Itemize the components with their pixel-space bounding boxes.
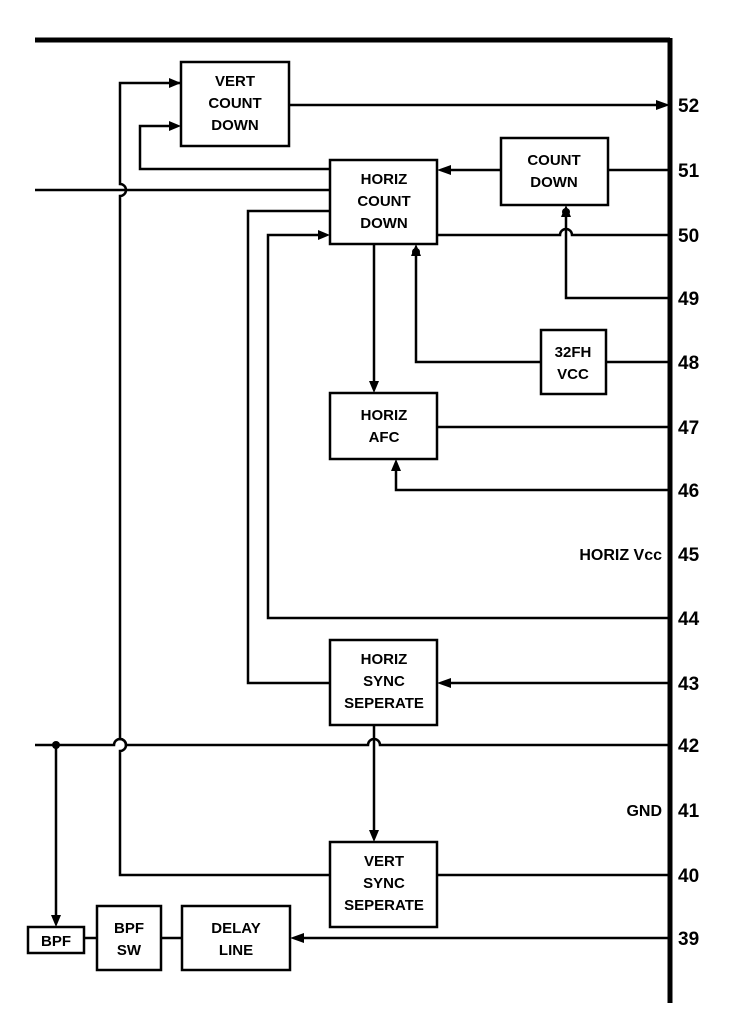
- wire-pin44: [266, 233, 670, 620]
- block-label: DELAY: [211, 920, 260, 937]
- block-label: AFC: [369, 429, 400, 446]
- horiz-sync-seperate-block: HORIZ SYNC SEPERATE: [328, 638, 439, 727]
- arrowhead: [369, 381, 379, 393]
- arrowhead: [318, 230, 330, 240]
- block-label: COUNT: [527, 152, 580, 169]
- pin-number: 52: [678, 96, 699, 117]
- pin-number: 45: [678, 545, 700, 566]
- pin-number: 43: [678, 674, 699, 695]
- block-label: SEPERATE: [344, 897, 424, 914]
- pin-label-horiz-vcc: HORIZ Vcc: [579, 547, 662, 564]
- pin-number: 48: [678, 353, 699, 374]
- pin-number: 49: [678, 289, 699, 310]
- 32fh-vcc-block: 32FH VCC: [539, 328, 608, 396]
- arrowhead: [656, 100, 670, 110]
- arrowhead: [290, 933, 304, 943]
- wire-hsync-to-horiz: [246, 209, 330, 685]
- block-label: VERT: [215, 73, 255, 90]
- block-label: COUNT: [357, 193, 410, 210]
- junction-dot: [52, 741, 60, 749]
- block-label: BPF: [41, 933, 71, 950]
- pin-number: 46: [678, 481, 699, 502]
- block-label: VERT: [364, 853, 404, 870]
- wire-32fh-to-horiz: [414, 252, 541, 364]
- block-label: DOWN: [211, 117, 259, 134]
- count-down-block: COUNT DOWN: [499, 136, 610, 207]
- left-bus-wire: [118, 81, 330, 877]
- delay-line-block: DELAY LINE: [180, 904, 292, 972]
- pin-number: 40: [678, 866, 699, 887]
- horiz-count-down-block: HORIZ COUNT DOWN: [328, 158, 439, 246]
- wire-pin49: [564, 210, 670, 300]
- pin-label-gnd: GND: [626, 803, 662, 820]
- arrowhead: [411, 244, 421, 256]
- wire-pin46: [394, 467, 670, 492]
- block-label: 32FH: [555, 344, 592, 361]
- block-label: VCC: [557, 366, 589, 383]
- junction-dots: [52, 208, 570, 749]
- pin-number: 47: [678, 418, 699, 439]
- arrowhead: [437, 678, 451, 688]
- bpf-sw-block: BPF SW: [95, 904, 163, 972]
- block-label: SEPERATE: [344, 695, 424, 712]
- arrowhead: [169, 121, 181, 131]
- pin-number: 44: [678, 609, 700, 630]
- arrowhead: [369, 830, 379, 842]
- block-label: LINE: [219, 942, 253, 959]
- vert-count-down-block: VERT COUNT DOWN: [179, 60, 291, 148]
- pin-number: 51: [678, 161, 700, 182]
- pin-numbers: 52 51 50 49 48 47 46 45 44 43 42 41 40 3…: [678, 96, 700, 950]
- vert-sync-seperate-block: VERT SYNC SEPERATE: [328, 840, 439, 929]
- pin-number: 41: [678, 801, 700, 822]
- block-label: BPF: [114, 920, 144, 937]
- block-label: HORIZ: [361, 651, 408, 668]
- wire-pin42: [35, 737, 670, 747]
- arrowhead: [169, 78, 181, 88]
- block-label: SYNC: [363, 673, 405, 690]
- pin-number: 39: [678, 929, 699, 950]
- pin-number: 50: [678, 226, 699, 247]
- block-label: HORIZ: [361, 171, 408, 188]
- arrowhead: [561, 205, 571, 217]
- wire-pin50: [437, 227, 670, 237]
- block-label: DOWN: [360, 215, 408, 232]
- arrowhead: [391, 459, 401, 471]
- arrowhead: [51, 915, 61, 927]
- block-label: DOWN: [530, 174, 578, 191]
- bpf-block: BPF: [26, 925, 86, 955]
- block-label: HORIZ: [361, 407, 408, 424]
- pin-number: 42: [678, 736, 699, 757]
- block-label: SYNC: [363, 875, 405, 892]
- connection-wires: [35, 81, 670, 940]
- block-label: COUNT: [208, 95, 261, 112]
- horiz-afc-block: HORIZ AFC: [328, 391, 439, 461]
- arrowheads: [51, 78, 670, 943]
- block-label: SW: [117, 942, 142, 959]
- wire-horiz-to-vert-count: [138, 124, 330, 171]
- arrowhead: [437, 165, 451, 175]
